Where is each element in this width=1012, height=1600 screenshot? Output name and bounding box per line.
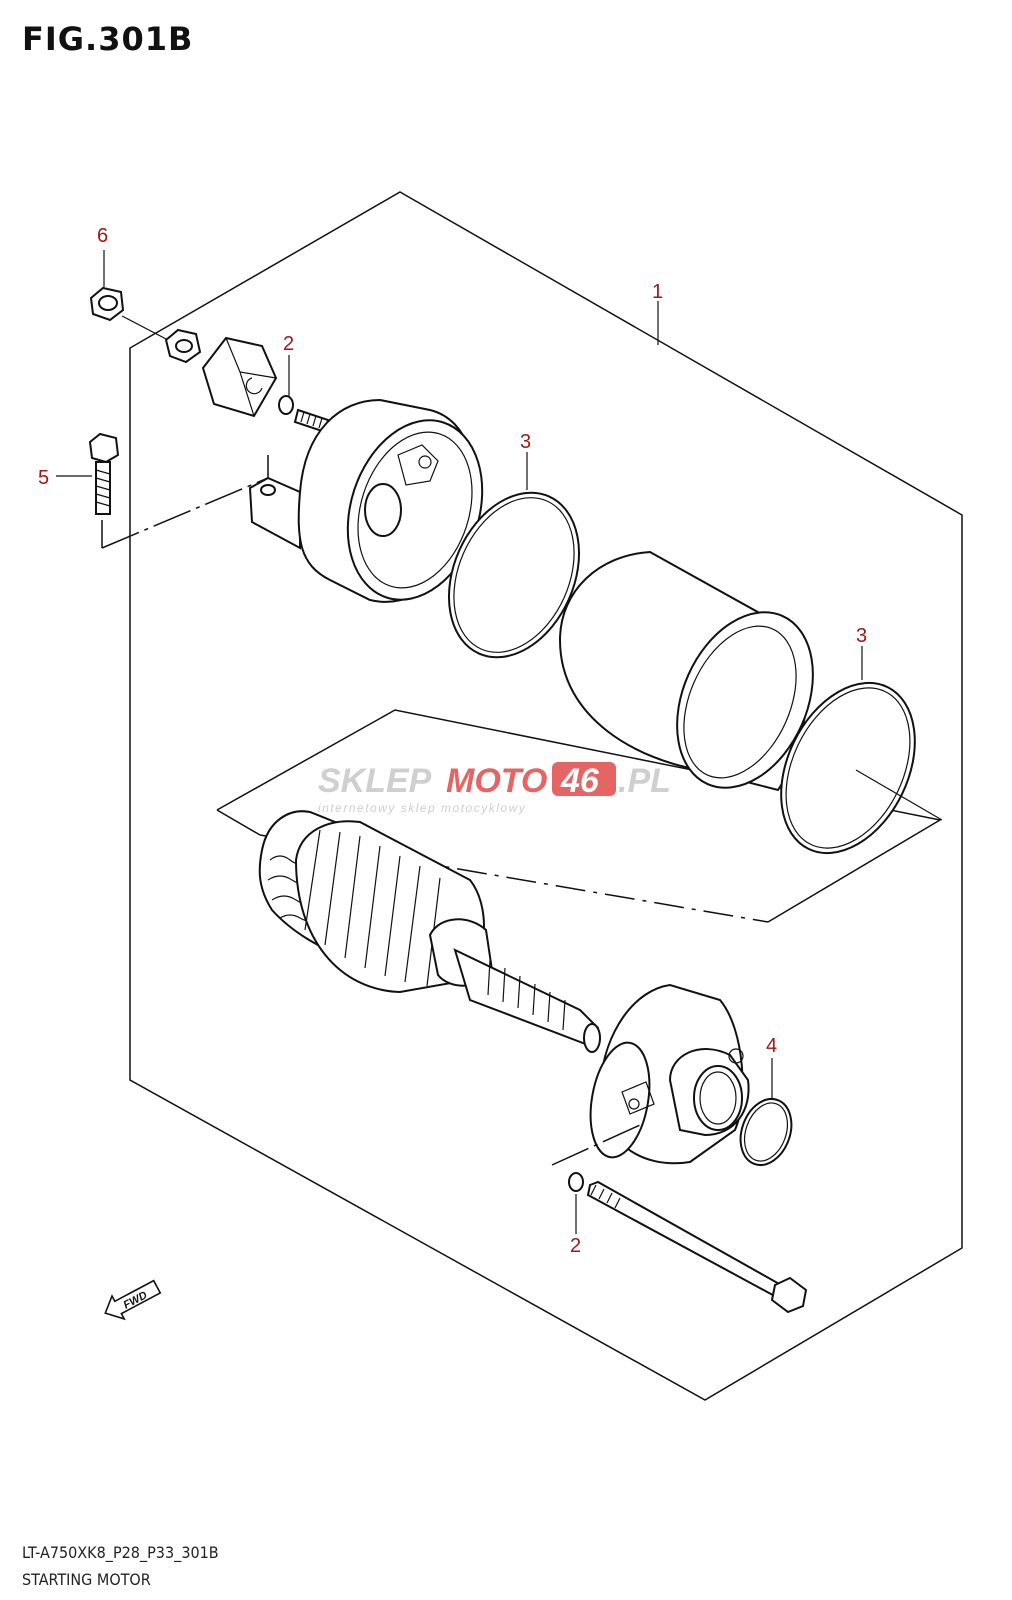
fwd-label: FWD	[122, 1289, 150, 1311]
watermark-logo: SKLEP MOTO 46 .PL internetowy sklep moto…	[318, 762, 671, 815]
front-bracket	[589, 983, 750, 1165]
watermark-tagline: internetowy sklep motocyklowy	[318, 801, 526, 815]
yoke-cylinder	[558, 550, 814, 792]
figure-caption: STARTING MOTOR	[22, 1570, 151, 1589]
watermark-brand-a: SKLEP	[318, 762, 432, 800]
callout-3-first: 3	[520, 431, 531, 453]
model-code: LT-A750XK8_P28_P33_301B	[22, 1543, 219, 1562]
o-ring-part-4	[739, 1098, 793, 1166]
o-ring-part-2-bottom	[568, 1172, 584, 1192]
watermark-brand-d: .PL	[618, 762, 671, 800]
o-ring-part-2-top	[278, 395, 294, 415]
terminal-nut	[164, 328, 202, 364]
callout-2-bottom: 2	[570, 1235, 581, 1257]
nut-part-6	[89, 286, 169, 341]
callout-4: 4	[766, 1035, 777, 1057]
terminal-cap	[201, 336, 278, 418]
bolt-5-leader-frame	[101, 455, 269, 549]
armature	[258, 810, 601, 1053]
fwd-arrow-icon: FWD	[104, 1279, 162, 1321]
assembly-frame	[129, 191, 963, 1401]
callout-6: 6	[97, 225, 108, 247]
callout-5: 5	[38, 467, 49, 489]
figure-title: FIG.301B	[22, 20, 194, 58]
o-ring-part-3-second	[780, 681, 916, 855]
callout-1: 1	[652, 281, 663, 303]
rear-housing	[248, 398, 484, 603]
callout-3-second: 3	[856, 625, 867, 647]
callout-2-top: 2	[283, 333, 294, 355]
bolt-part-5	[56, 432, 120, 515]
watermark-brand-b: MOTO	[446, 762, 547, 800]
armature-frame	[216, 709, 943, 923]
through-bolt	[586, 1180, 808, 1314]
watermark-brand-c: 46	[560, 762, 600, 800]
